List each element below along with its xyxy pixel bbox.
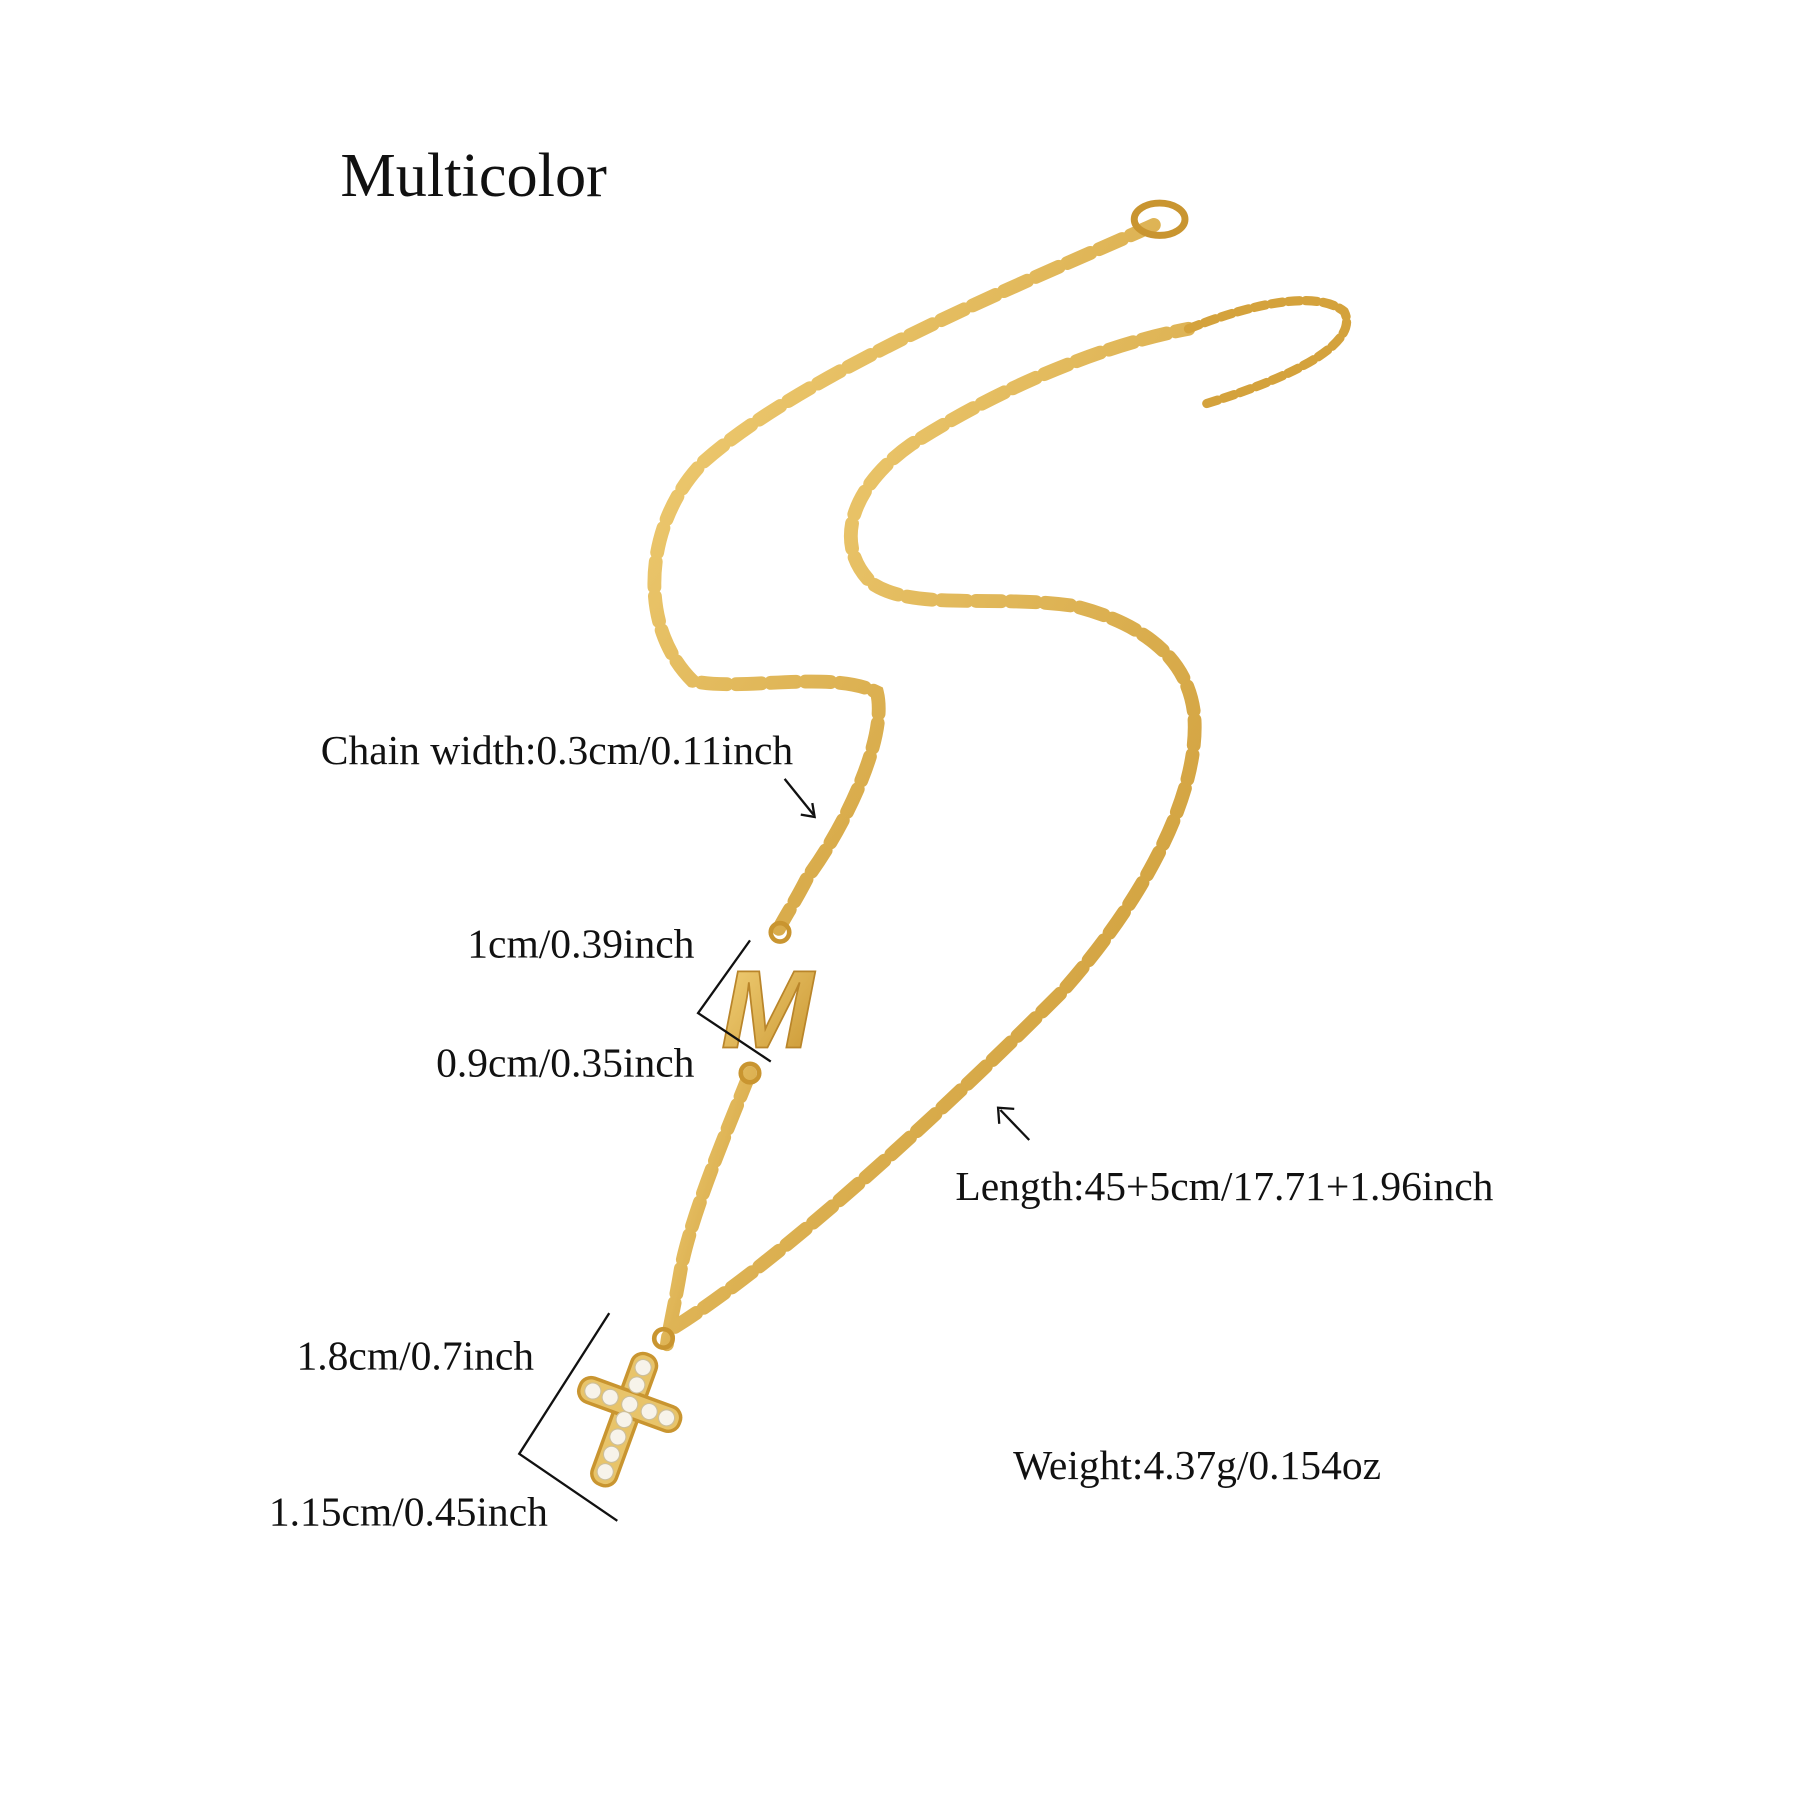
dimension-lines xyxy=(517,778,1031,1522)
lobster-clasp xyxy=(1130,199,1189,239)
chain-middle-strand xyxy=(660,1066,757,1352)
chain xyxy=(647,199,1352,1352)
cross-width-label: 1.15cm/0.45inch xyxy=(269,1488,548,1534)
chain-right-strand xyxy=(668,321,1202,1334)
letter-pendant: M xyxy=(720,920,817,1085)
chain-width-label: Chain width:0.3cm/0.11inch xyxy=(321,727,794,773)
weight-label: Weight:4.37g/0.154oz xyxy=(1013,1442,1381,1488)
extender-chain xyxy=(1183,296,1352,409)
cross-height-label: 1.8cm/0.7inch xyxy=(297,1333,535,1379)
chain-left-strand xyxy=(647,218,1161,936)
length-label: Length:45+5cm/17.71+1.96inch xyxy=(955,1163,1493,1209)
letter-height-label: 1cm/0.39inch xyxy=(467,921,694,967)
cross-pendant xyxy=(576,1326,683,1488)
letter-width-label: 0.9cm/0.35inch xyxy=(436,1040,695,1086)
color-title: Multicolor xyxy=(340,141,607,210)
letter-m: M xyxy=(721,949,816,1072)
